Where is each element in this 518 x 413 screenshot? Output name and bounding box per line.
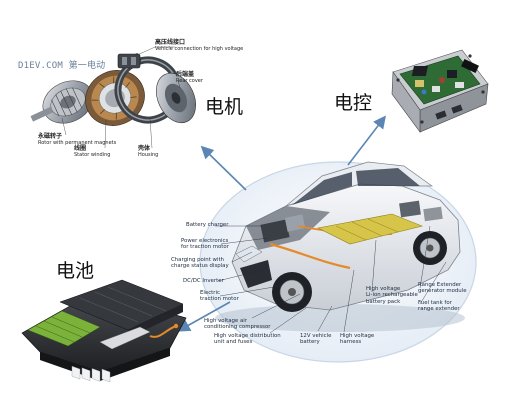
- car-label-charging-point-1: Charging point with: [171, 257, 224, 263]
- car-label-12v-battery-2: battery: [300, 339, 320, 346]
- car-label-power-electronics: Power electronics for traction motor: [181, 238, 229, 251]
- car-label-power-electronics-2: for traction motor: [181, 244, 229, 251]
- car-label-fuel-tank-1: Fuel tank for: [418, 300, 452, 306]
- car-label-hv-harness-1: High voltage: [340, 333, 375, 339]
- motor-section-label: 电机: [205, 96, 244, 118]
- motor-label-rear-cover-en: Rear cover: [176, 78, 203, 84]
- car-label-hv-air-compressor-2: conditioning compressor: [204, 324, 271, 331]
- car-label-range-extender: Range Extender generator module: [418, 282, 467, 295]
- car-label-li-ion-pack-3: battery pack: [366, 298, 401, 305]
- site-watermark: D1EV.COM 第一电动: [18, 61, 106, 71]
- car-label-li-ion-pack-1: High voltage: [366, 286, 401, 292]
- car-label-range-extender-1: Range Extender: [418, 282, 462, 288]
- motor-label-rear-cover-cn: 后端盖: [176, 71, 195, 78]
- motor-label-hv-connector: 高压线接口 Vehicle connection for high voltag…: [155, 39, 244, 53]
- car-label-hv-harness-2: harness: [340, 339, 362, 346]
- car-label-hv-air-compressor-1: High voltage air: [204, 318, 247, 324]
- motor-label-housing-en: Housing: [138, 152, 159, 158]
- arrow-to-motor: [200, 145, 247, 191]
- car-label-electric-motor-2: traction motor: [200, 296, 239, 303]
- car-label-12v-battery-1: 12V vehicle: [300, 333, 332, 339]
- car-label-power-electronics-1: Power electronics: [181, 238, 229, 244]
- car-label-battery-charger: Battery charger: [186, 222, 229, 228]
- car-label-hv-distribution-2: unit and fuses: [214, 339, 253, 346]
- car-label-fuel-tank: Fuel tank for range extender: [418, 300, 460, 313]
- arrow-to-battery: [177, 301, 231, 332]
- car-label-electric-motor-1: Electric: [200, 290, 220, 296]
- car-label-range-extender-2: generator module: [418, 288, 467, 295]
- car-label-12v-battery: 12V vehicle battery: [300, 333, 331, 346]
- car-label-li-ion-pack: High voltage Li-ion rechargeable battery…: [366, 286, 418, 305]
- motor-label-housing: 壳体 Housing: [138, 145, 159, 159]
- arrow-to-controller: [347, 115, 386, 166]
- car-cutaway-illustration: [215, 161, 465, 334]
- motor-label-rear-cover: 后端盖 Rear cover: [176, 71, 203, 85]
- motor-label-stator-en: Stator winding: [74, 152, 111, 158]
- car-label-electric-motor: Electric traction motor: [200, 290, 239, 303]
- motor-label-housing-cn: 壳体: [138, 145, 151, 152]
- battery-pack-illustration: [21, 279, 187, 383]
- car-label-li-ion-pack-2: Li-ion rechargeable: [366, 292, 418, 299]
- motor-label-rotor-en: Rotor with permanent magnets: [38, 140, 117, 146]
- car-label-fuel-tank-2: range extender: [418, 306, 460, 313]
- car-label-charging-point-2: charge status display: [171, 263, 229, 270]
- motor-exploded-illustration: [30, 46, 196, 149]
- car-label-hv-distribution-1: High voltage distribution: [214, 333, 281, 339]
- car-label-hv-distribution: High voltage distribution unit and fuses: [214, 333, 281, 346]
- car-label-charging-point: Charging point with charge status displa…: [171, 257, 229, 270]
- controller-unit-illustration: [391, 49, 489, 133]
- motor-label-stator-cn: 线圈: [74, 145, 87, 152]
- motor-label-hv-connector-cn: 高压线接口: [155, 39, 186, 46]
- battery-section-label: 电池: [56, 260, 95, 282]
- car-label-hv-air-compressor: High voltage air conditioning compressor: [204, 318, 270, 331]
- controller-section-label: 电控: [334, 92, 373, 114]
- motor-label-hv-connector-en: Vehicle connection for high voltage: [155, 46, 244, 52]
- motor-label-stator: 线圈 Stator winding: [74, 145, 111, 159]
- motor-label-rotor-cn: 永磁转子: [38, 133, 63, 140]
- car-label-dcdc-inverter: DC/DC Inverter: [183, 278, 224, 284]
- car-label-hv-harness: High voltage harness: [340, 333, 374, 346]
- motor-label-rotor: 永磁转子 Rotor with permanent magnets: [38, 133, 117, 147]
